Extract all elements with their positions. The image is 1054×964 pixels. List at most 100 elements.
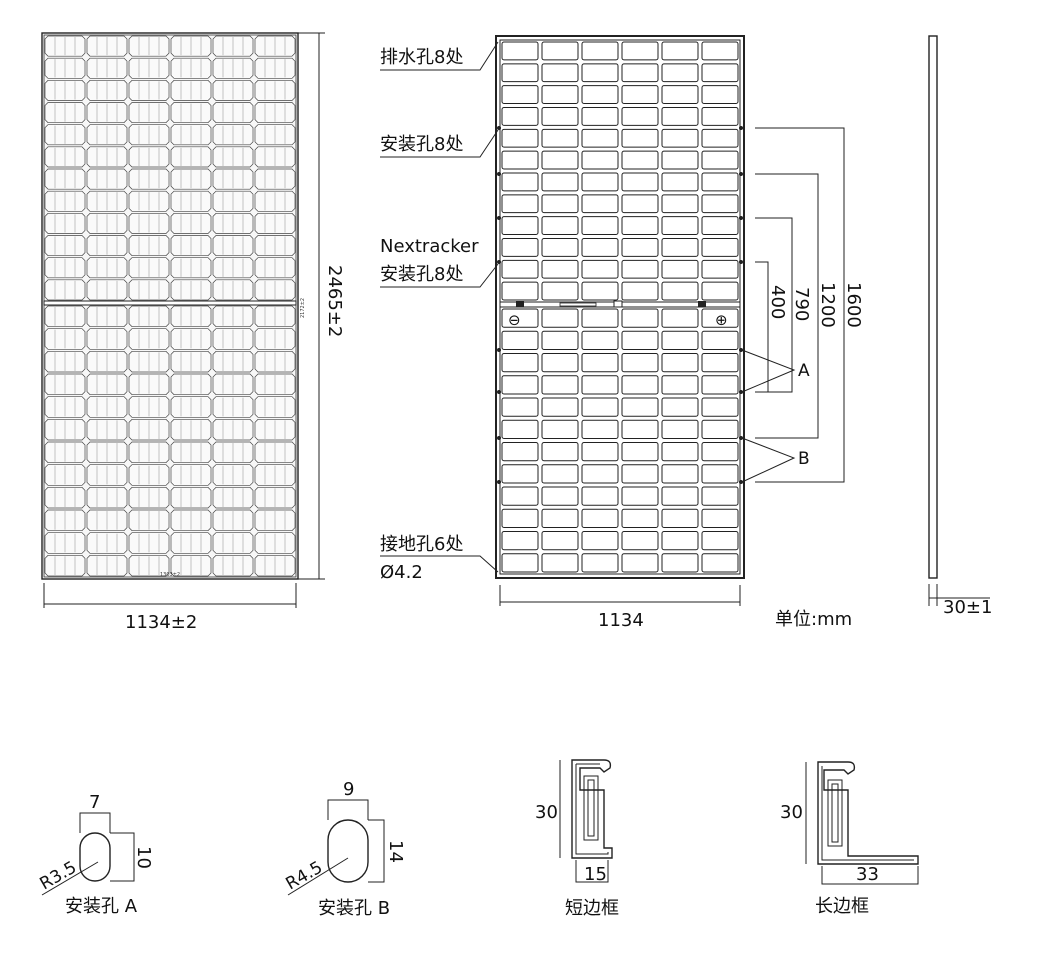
back-cell <box>501 442 539 462</box>
back-cell <box>661 531 699 551</box>
callout-ground-1: 接地孔6处 <box>380 534 463 555</box>
back-cell <box>541 41 579 61</box>
back-cell <box>661 259 699 279</box>
back-cell <box>541 238 579 257</box>
side-thickness-dim: 30±1 <box>943 597 992 618</box>
back-cell <box>661 172 699 192</box>
back-cell <box>701 128 739 148</box>
front-junction-strip <box>43 300 297 306</box>
hole-a-caption: 安装孔 A <box>65 896 138 917</box>
mount-holes <box>497 126 743 484</box>
dim-790: 790 <box>791 287 812 321</box>
leader-nextracker <box>380 263 499 288</box>
hole-a-width: 7 <box>89 792 100 813</box>
back-cell <box>621 531 659 551</box>
back-cell <box>541 172 579 192</box>
back-cell <box>501 107 539 126</box>
back-cell <box>541 353 579 373</box>
back-cell <box>541 442 579 462</box>
hole-b-height: 14 <box>385 840 406 863</box>
back-cell <box>541 128 579 148</box>
back-cell <box>501 330 539 350</box>
back-cell <box>581 353 619 373</box>
back-cell <box>501 41 539 61</box>
back-cell <box>661 41 699 61</box>
back-cell <box>501 464 539 484</box>
back-cell <box>541 464 579 484</box>
back-cell <box>621 397 659 417</box>
back-cell <box>501 508 539 528</box>
long-frame-width: 33 <box>856 864 879 885</box>
back-cell <box>501 259 539 279</box>
back-cell <box>701 353 739 373</box>
back-cell <box>661 397 699 417</box>
back-cell <box>661 508 699 528</box>
back-cell <box>501 419 539 439</box>
back-cell <box>541 63 579 83</box>
short-frame-width: 15 <box>584 864 607 885</box>
junction-box-right <box>698 301 706 307</box>
back-cell <box>581 281 619 301</box>
back-cell <box>581 172 619 192</box>
back-cell <box>701 216 739 236</box>
back-cell <box>581 419 619 439</box>
back-cell <box>661 85 699 104</box>
back-cell <box>541 531 579 551</box>
callout-mount-holes: 安装孔8处 <box>380 134 463 155</box>
back-cell <box>701 194 739 214</box>
back-cell <box>701 486 739 506</box>
long-frame-profile <box>817 761 919 865</box>
back-cell <box>501 308 539 328</box>
back-cell <box>621 216 659 236</box>
hole-spacing-dims <box>755 127 845 483</box>
back-cell <box>581 150 619 170</box>
back-cell <box>501 531 539 551</box>
detail-long-frame: 30 33 长边框 <box>780 761 919 917</box>
back-cell <box>621 353 659 373</box>
junction-box-center <box>613 300 623 308</box>
dim-400: 400 <box>767 285 788 319</box>
front-width-dim: 1134±2 <box>125 612 197 633</box>
back-cell <box>581 216 619 236</box>
back-cell <box>701 85 739 104</box>
callout-ground-2: Ø4.2 <box>380 562 423 583</box>
back-cell <box>621 41 659 61</box>
back-cell <box>701 150 739 170</box>
back-cell <box>621 150 659 170</box>
back-cell <box>661 238 699 257</box>
back-cell <box>581 41 619 61</box>
back-panel-frame <box>495 35 745 579</box>
back-cell <box>581 375 619 395</box>
hole-a-slot <box>79 832 111 882</box>
side-profile <box>928 35 938 579</box>
back-cell <box>581 259 619 279</box>
back-cell <box>701 553 739 573</box>
back-cell <box>661 553 699 573</box>
pointer-b <box>741 437 796 483</box>
back-cell <box>541 281 579 301</box>
dim-1200: 1200 <box>817 282 838 328</box>
label-a: A <box>798 361 810 381</box>
hole-a-radius: R3.5 <box>37 858 81 895</box>
front-panel-frame <box>41 32 299 580</box>
back-view: ⊖ ⊕ 排水孔8处 安装孔8处 Nextracker 安装孔8处 接地孔6处 Ø… <box>380 35 864 631</box>
back-cell <box>541 419 579 439</box>
back-cell <box>621 330 659 350</box>
label-b: B <box>798 449 810 469</box>
back-cell <box>621 419 659 439</box>
back-cell <box>661 464 699 484</box>
back-cell <box>621 464 659 484</box>
back-cell <box>701 281 739 301</box>
back-cell <box>581 308 619 328</box>
back-cell <box>581 238 619 257</box>
cable-strip <box>559 302 597 307</box>
back-cell <box>701 442 739 462</box>
long-frame-height: 30 <box>780 802 803 823</box>
back-cell <box>581 85 619 104</box>
back-cell <box>621 553 659 573</box>
back-cell <box>701 531 739 551</box>
back-cell <box>621 85 659 104</box>
minus-terminal: ⊖ <box>508 311 521 329</box>
back-cell <box>581 464 619 484</box>
